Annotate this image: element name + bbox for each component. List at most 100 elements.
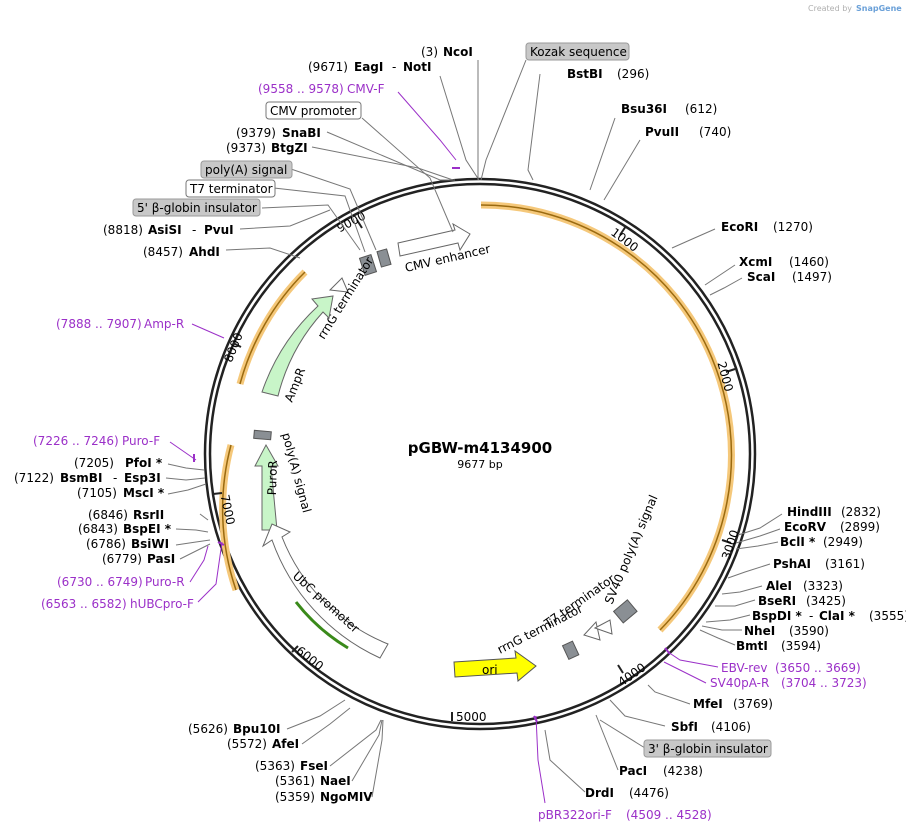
- primer-sv40pa-r: SV40pA-R: [710, 676, 769, 690]
- enzyme-btgzi: BtgZI: [271, 141, 308, 155]
- enzyme-alei: AleI: [766, 579, 792, 593]
- enzyme-bspdi: BspDI *: [752, 609, 802, 623]
- enzyme-xcmi-pos: (1460): [789, 255, 829, 269]
- gray-feature-top-a[interactable]: [358, 253, 378, 277]
- kozak-text: Kozak sequence: [530, 45, 627, 59]
- enzyme-pfoi: PfoI *: [125, 456, 163, 470]
- enzyme-asisi-pos: (8818): [103, 223, 143, 237]
- puror-label: PuroR: [265, 460, 280, 495]
- enzyme-bspdi-pos: (3555): [869, 609, 906, 623]
- enzyme-bcli: BclI *: [780, 535, 816, 549]
- enzyme-bsiwi: BsiWI: [131, 537, 169, 551]
- line-bpu10i: [286, 699, 346, 730]
- enzyme-bsmbi-sep: -: [113, 471, 117, 485]
- tick-8000: [232, 342, 242, 348]
- tick-label-4000: 4000: [615, 660, 648, 689]
- line-pshai: [727, 563, 771, 579]
- enzyme-fsei: FseI: [300, 759, 328, 773]
- enzyme-hindiii-pos: (2832): [841, 505, 881, 519]
- enzyme-nhei: NheI: [744, 624, 775, 638]
- sv40-polya-label: SV40 poly(A) signal: [602, 493, 661, 606]
- line-alei: [721, 585, 763, 595]
- enzyme-pshai-pos: (3161): [825, 557, 865, 571]
- enzyme-drdi-pos: (4476): [629, 786, 669, 800]
- line-afei: [301, 707, 351, 745]
- line-msci: [167, 483, 207, 495]
- polya-feature-left[interactable]: [253, 429, 272, 441]
- enzyme-bspei: BspEI *: [123, 522, 172, 536]
- primer-labels: (9558 .. 9578) CMV-F (7888 .. 7907) Amp-…: [33, 82, 867, 822]
- primer-amp-r: Amp-R: [144, 317, 184, 331]
- line-ahdi: [225, 247, 301, 259]
- tick-label-8000: 8000: [221, 331, 245, 365]
- ori-arrow[interactable]: [453, 649, 537, 682]
- line-bsmbi: [165, 477, 206, 481]
- line-scai: [709, 277, 743, 296]
- primer-ebv-rev: EBV-rev: [721, 661, 767, 675]
- line-rsrii: [199, 513, 209, 521]
- enzyme-pvuii-pos: (740): [699, 125, 731, 139]
- line-naei: [351, 719, 383, 782]
- tick-3000: [721, 539, 732, 544]
- ubc-promoter-arrow[interactable]: [261, 523, 389, 659]
- tick-9000: [356, 219, 363, 229]
- enzyme-paci-pos: (4238): [663, 764, 703, 778]
- enzyme-asisi-sep: -: [192, 223, 196, 237]
- enzyme-ahdi: AhdI: [189, 245, 220, 259]
- orf-arc-main: [480, 201, 735, 633]
- line-eagi: [439, 75, 480, 181]
- enzyme-nhei-pos: (3590): [789, 624, 829, 638]
- rrng-terminator-feature-bottom[interactable]: [561, 640, 580, 661]
- enzyme-scai-pos: (1497): [792, 270, 832, 284]
- primer-pbr322ori-f-range: (4509 .. 4528): [626, 808, 712, 822]
- enzyme-bmti: BmtI: [736, 639, 768, 653]
- enzyme-mfei-pos: (3769): [733, 697, 773, 711]
- enzyme-msci-pos: (7105): [77, 486, 117, 500]
- t7-terminator-arrow-bottom[interactable]: [583, 620, 601, 641]
- plasmid-size: 9677 bp: [457, 458, 502, 471]
- sv40-polya-feature[interactable]: [612, 599, 638, 624]
- line-xcmi: [704, 264, 736, 286]
- line-sbfi: [609, 699, 666, 727]
- plasmid-name: pGBW-m4134900: [408, 439, 552, 457]
- line-ecorv: [735, 528, 781, 544]
- cmv-enhancer-arrow[interactable]: [397, 222, 471, 257]
- cmv-promoter-text: CMV promoter: [270, 104, 357, 118]
- tick-label-7000: 7000: [218, 493, 238, 526]
- line-t7-top: [273, 187, 366, 253]
- ampr-arrow[interactable]: [261, 295, 334, 397]
- primer-amp-r-range: (7888 .. 7907): [56, 317, 142, 331]
- primer-lines: [169, 91, 719, 804]
- line-bcli: [735, 541, 779, 550]
- line-ecori: [671, 228, 716, 249]
- enzyme-bcli-pos: (2949): [823, 535, 863, 549]
- enzyme-bspdi-sep: -: [809, 609, 813, 623]
- enzyme-alei-pos: (3323): [803, 579, 843, 593]
- enzyme-sbfi: SbfI: [671, 720, 698, 734]
- primer-cmv-f-range: (9558 .. 9578): [258, 82, 344, 96]
- primer-cmv-f: CMV-F: [347, 82, 385, 96]
- puror-arrow[interactable]: [254, 443, 279, 531]
- enzyme-pvuii: PvuII: [645, 125, 679, 139]
- backbone-inner-ring: [208, 182, 752, 726]
- rrng-terminator-arrow-top[interactable]: [328, 277, 349, 293]
- line-pvuii: [603, 139, 641, 201]
- enzyme-ahdi-pos: (8457): [143, 245, 183, 259]
- primer-sv40pa-r-range: (3704 .. 3723): [781, 676, 867, 690]
- enzyme-btgzi-pos: (9373): [226, 141, 266, 155]
- beta-globin-3-box: [643, 739, 772, 758]
- enzyme-sbfi-pos: (4106): [711, 720, 751, 734]
- primer-line-cmv-f: [397, 91, 457, 161]
- gray-feature-top-b[interactable]: [376, 248, 392, 268]
- primer-line-pbr322ori-f: [535, 715, 546, 804]
- line-ngomiv: [371, 719, 384, 798]
- polya-signal-label: poly(A) signal: [279, 431, 314, 514]
- enzyme-bspei-pos: (6843): [78, 522, 118, 536]
- enzyme-bstbi-pos: (296): [617, 67, 649, 81]
- enzyme-fsei-pos: (5363): [255, 759, 295, 773]
- primer-pbr322ori-f: pBR322ori-F: [538, 808, 612, 822]
- tick-1000: [619, 225, 627, 236]
- ori-label: ori: [482, 663, 498, 677]
- t7-terminator-arrow-bottom-b[interactable]: [593, 619, 613, 635]
